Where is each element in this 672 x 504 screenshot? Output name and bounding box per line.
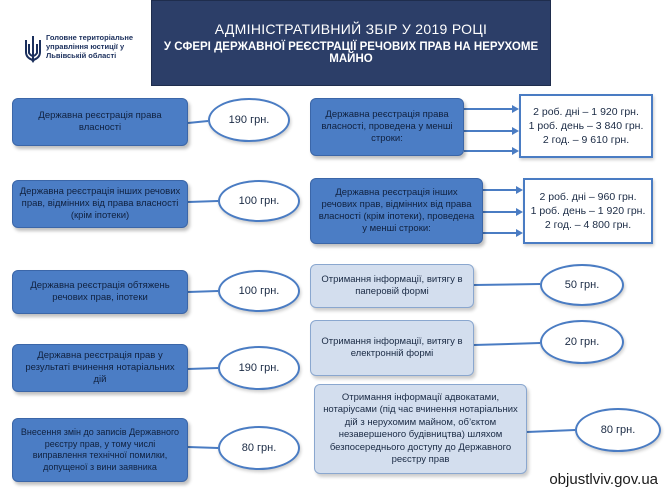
website-url: objustlviv.gov.ua <box>549 471 658 488</box>
fee-badge: 100 грн. <box>218 180 300 222</box>
left-item-other-rights-registration: Державна реєстрація інших речових прав, … <box>12 180 188 228</box>
right-item-other-rights-expedited: Державна реєстрація інших речових прав, … <box>310 178 483 244</box>
left-item-label: Державна реєстрація інших речових прав, … <box>19 186 181 221</box>
page-subtitle: У СФЕРІ ДЕРЖАВНОЇ РЕЄСТРАЦІЇ РЕЧОВИХ ПРА… <box>163 41 539 65</box>
expedited-fee: 1 роб. день – 1 920 грн. <box>530 205 646 217</box>
expedited-fee: 2 роб. дні – 1 920 грн. <box>533 106 639 118</box>
expedited-fee: 2 год. – 9 610 грн. <box>542 134 630 146</box>
left-item-label: Державна реєстрація права власності <box>38 110 162 133</box>
fee-badge: 190 грн. <box>218 346 300 390</box>
fee-value: 100 грн. <box>238 195 280 207</box>
right-item-label: Отримання інформації, витягу в електронн… <box>321 336 463 359</box>
right-item-label: Отримання інформації адвокатами, нотаріу… <box>323 391 518 466</box>
fee-value: 80 грн. <box>600 424 636 436</box>
fee-badge: 80 грн. <box>218 426 300 470</box>
title-banner: АДМІНІСТРАТИВНИЙ ЗБІР У 2019 РОЦІ У СФЕР… <box>151 0 551 86</box>
right-item-label: Державна реєстрація права власності, про… <box>321 109 453 144</box>
fee-value: 20 грн. <box>564 336 600 348</box>
expedited-fee-list: 2 роб. дні – 1 920 грн. 1 роб. день – 3 … <box>519 94 653 158</box>
left-item-ownership-registration: Державна реєстрація права власності <box>12 98 188 146</box>
fee-value: 190 грн. <box>228 114 270 126</box>
left-item-label: Внесення змін до записів Державного реєс… <box>20 427 180 472</box>
right-item-direct-access: Отримання інформації адвокатами, нотаріу… <box>314 384 527 474</box>
fee-value: 50 грн. <box>564 279 600 291</box>
fee-value: 100 грн. <box>238 285 280 297</box>
fee-badge: 80 грн. <box>575 408 661 452</box>
org-line-3: Львівській області <box>46 51 117 60</box>
org-line-1: Головне територіальне <box>46 33 134 42</box>
expedited-fee: 2 роб. дні – 960 грн. <box>539 191 637 203</box>
expedited-fee: 1 роб. день – 3 840 грн. <box>528 120 644 132</box>
expedited-fee: 2 год. – 4 800 грн. <box>544 219 632 231</box>
left-item-encumbrance-registration: Державна реєстрація обтяжень речових пра… <box>12 270 188 314</box>
expedited-fee-list: 2 роб. дні – 960 грн. 1 роб. день – 1 92… <box>523 178 653 244</box>
left-item-notarial-registration: Державна реєстрація прав у результаті вч… <box>12 344 188 392</box>
fee-badge: 190 грн. <box>208 98 290 142</box>
fee-badge: 100 грн. <box>218 270 300 312</box>
fee-badge: 20 грн. <box>540 320 624 364</box>
organization-name: Головне територіальне управління юстиції… <box>46 33 156 60</box>
right-item-electronic-extract: Отримання інформації, витягу в електронн… <box>310 320 474 376</box>
right-item-paper-extract: Отримання інформації, витягу в паперовій… <box>310 264 474 308</box>
right-item-label: Державна реєстрація інших речових прав, … <box>318 187 475 234</box>
left-item-label: Державна реєстрація обтяжень речових пра… <box>30 280 170 303</box>
org-line-2: управління юстиції у <box>46 42 125 51</box>
fee-value: 80 грн. <box>241 442 277 454</box>
trident-emblem-icon <box>25 36 41 63</box>
left-item-label: Державна реєстрація прав у результаті вч… <box>25 350 175 385</box>
right-item-label: Отримання інформації, витягу в паперовій… <box>321 274 463 297</box>
left-item-registry-changes: Внесення змін до записів Державного реєс… <box>12 418 188 482</box>
page-title: АДМІНІСТРАТИВНИЙ ЗБІР У 2019 РОЦІ <box>214 21 488 37</box>
fee-value: 190 грн. <box>238 362 280 374</box>
fee-badge: 50 грн. <box>540 264 624 306</box>
right-item-ownership-expedited: Державна реєстрація права власності, про… <box>310 98 464 156</box>
